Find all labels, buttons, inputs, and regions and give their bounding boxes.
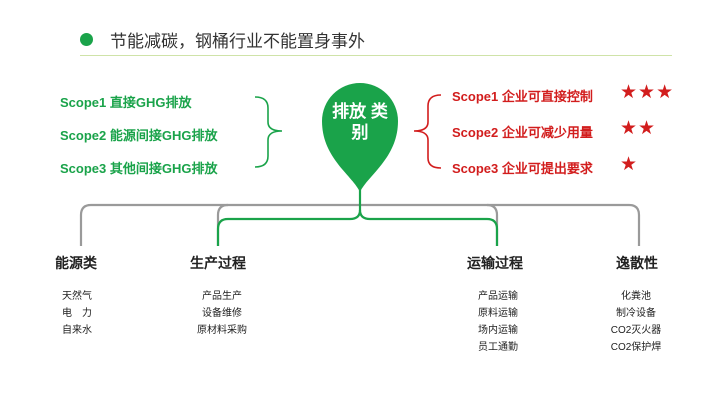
list-item: 产品生产 [202,291,242,302]
right-brace [413,94,442,169]
list-item: 员工通勤 [478,342,518,353]
category-fugitive: 逸散性 [616,255,658,271]
list-production: 产品生产 设备维修 原材料采购 [196,288,248,339]
scope-right-3: Scope3 企业可提出要求 [452,161,593,176]
list-transport: 产品运输 原料运输 场内运输 员工通勤 [478,288,518,356]
page-title: 节能减碳，钢桶行业不能置身事外 [110,32,365,51]
stars-rating-1: ★★★ [620,82,675,103]
list-fugitive: 化粪池 制冷设备 CO2灭火器 CO2保护焊 [600,288,672,356]
center-pin-marker [322,83,398,192]
tree-gray-branch-2 [216,203,229,246]
category-transport: 运输过程 [467,255,523,271]
list-item: 原材料采购 [197,325,247,336]
center-label: 排放 类 别 [322,101,398,143]
scope-right-1: Scope1 企业可直接控制 [452,89,593,104]
title-bullet-icon [80,33,93,46]
scope-right-2: Scope2 企业可减少用量 [452,125,593,140]
stars-rating-3: ★ [620,154,639,175]
list-item: 原料运输 [478,308,518,319]
list-item: 设备维修 [202,308,242,319]
scope-left-3: Scope3 其他间接GHG排放 [60,161,218,176]
scope-left-1: Scope1 直接GHG排放 [60,95,192,110]
tree-gray-branch-3 [486,203,499,246]
category-energy: 能源类 [55,255,97,271]
list-item: 电 力 [62,308,92,319]
list-item: CO2灭火器 [610,325,662,336]
title-divider [80,55,672,56]
list-item: 场内运输 [478,325,518,336]
left-brace [254,96,283,168]
tree-green-lines [216,190,362,246]
list-item: 产品运输 [478,291,518,302]
center-label-line2: 别 [351,123,369,142]
list-item: 自来水 [62,325,92,336]
center-label-line1: 排放 类 [332,102,388,121]
scope-left-2: Scope2 能源间接GHG排放 [60,128,218,143]
category-production: 生产过程 [190,255,246,271]
list-item: 化粪池 [621,291,651,302]
list-item: 天然气 [62,291,92,302]
list-energy: 天然气 电 力 自来水 [62,288,92,339]
list-item: 制冷设备 [616,308,656,319]
stars-rating-2: ★★ [620,118,657,139]
list-item: CO2保护焊 [610,342,662,353]
tree-green-lines-right [358,209,499,246]
